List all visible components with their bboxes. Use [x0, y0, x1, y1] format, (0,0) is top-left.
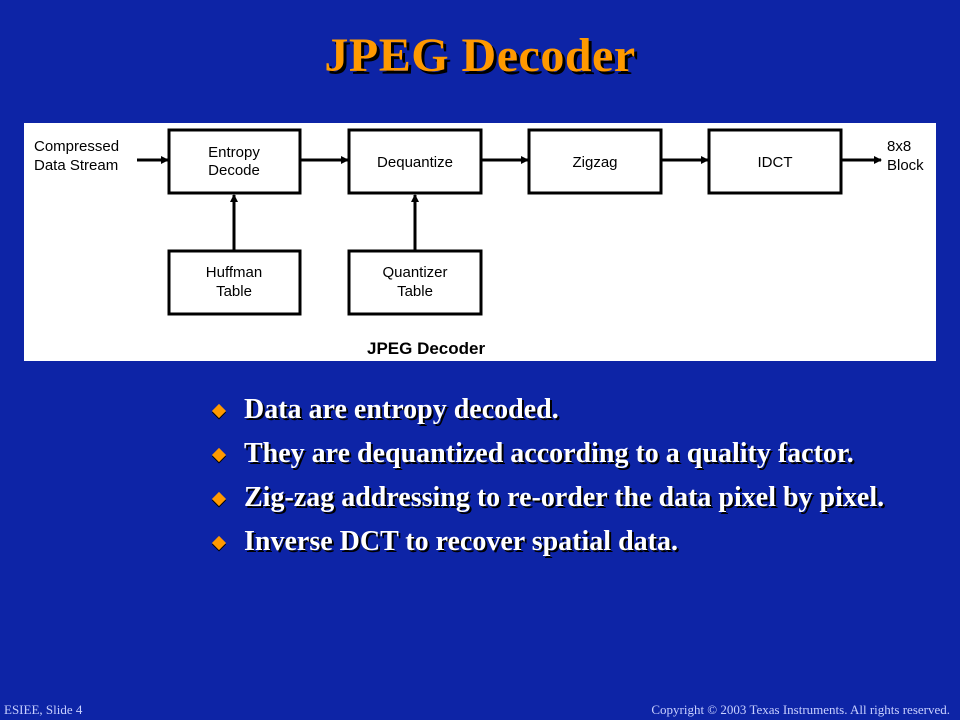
- diamond-bullet-icon: [211, 447, 227, 463]
- input-label-line1: Compressed: [34, 138, 119, 155]
- dequantize-label: Dequantize: [377, 154, 453, 171]
- quantizer-table-box: [347, 249, 483, 316]
- bullet-item: Data are entropy decoded.: [210, 395, 930, 425]
- bullet-list: Data are entropy decoded. They are dequa…: [210, 395, 930, 571]
- idct-label: IDCT: [758, 154, 793, 171]
- huffman-table-label-line1: Huffman: [206, 264, 262, 281]
- huffman-table-box: [167, 249, 302, 316]
- diamond-bullet-icon: [211, 403, 227, 419]
- output-label-line2: Block: [887, 157, 924, 174]
- dequantize-box: [347, 128, 483, 195]
- bullet-item: Inverse DCT to recover spatial data.: [210, 527, 930, 557]
- zigzag-label: Zigzag: [572, 154, 617, 171]
- huffman-table-label-line2: Table: [216, 283, 252, 300]
- bullet-text: They are dequantized according to a qual…: [244, 438, 854, 469]
- diagram-svg: Compressed Data Stream 8x8 Block Entropy…: [34, 128, 924, 358]
- footer-copyright: Copyright © 2003 Texas Instruments. All …: [651, 702, 950, 717]
- output-label-line1: 8x8: [887, 138, 911, 155]
- bullet-item: Zig-zag addressing to re-order the data …: [210, 483, 930, 513]
- input-label-line2: Data Stream: [34, 157, 118, 174]
- entropy-decode-box: [167, 128, 302, 195]
- bullet-item: They are dequantized according to a qual…: [210, 439, 930, 469]
- bullet-text: Inverse DCT to recover spatial data.: [244, 526, 678, 557]
- bullet-text: Data are entropy decoded.: [244, 394, 559, 425]
- bullet-text: Zig-zag addressing to re-order the data …: [244, 482, 885, 513]
- quantizer-table-label-line1: Quantizer: [382, 264, 447, 281]
- jpeg-decoder-diagram: Compressed Data Stream 8x8 Block Entropy…: [24, 123, 936, 361]
- idct-box: [707, 128, 843, 195]
- slide-title: JPEG Decoder: [324, 29, 636, 82]
- zigzag-box: [527, 128, 663, 195]
- entropy-decode-label-line1: Entropy: [208, 144, 260, 161]
- diamond-bullet-icon: [211, 535, 227, 551]
- diagram-caption: JPEG Decoder: [367, 339, 485, 358]
- quantizer-table-label-line2: Table: [397, 283, 433, 300]
- diamond-bullet-icon: [211, 491, 227, 507]
- footer-slide-label: ESIEE, Slide 4: [4, 702, 83, 717]
- entropy-decode-label-line2: Decode: [208, 162, 260, 179]
